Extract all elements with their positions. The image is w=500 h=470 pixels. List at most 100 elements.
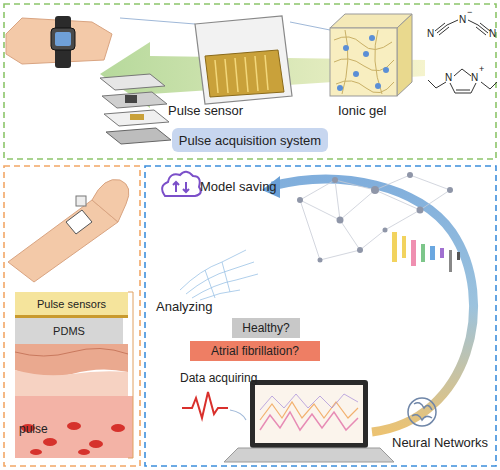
chemical-structure-part [435,23,445,31]
device-stack-part [104,110,169,126]
arm-illustration-part [92,179,129,222]
ionic-gel-cube-part-part [343,45,349,51]
atom-symbol: N [445,72,452,83]
device-stack [100,74,171,144]
layer-bars-part [449,250,452,272]
hand-mesh [180,250,258,300]
arm-illustration-part [8,200,118,282]
node-text: PDMS [53,325,85,337]
network-graph-part-part [407,172,413,178]
ionic-gel-cube-part-part [337,85,343,91]
wrist-illustration [6,16,112,68]
pulse-sensor-drawing-part-part [215,60,218,93]
brain-icon-part [414,403,432,410]
small-arrow [230,410,246,420]
panel-frame-part [145,166,496,466]
chemical-structure-part [476,27,486,35]
chemical-structure-part [468,20,478,25]
network-graph-part-part [320,250,360,260]
laptop-icon-part [260,412,358,430]
network-graph-part-part [417,207,424,214]
chemical-structure-part [437,25,447,33]
network-graph-part-part [357,247,363,253]
hand-mesh-part [205,270,215,298]
brain-icon-part [412,415,432,420]
pulse-icon [182,392,228,418]
network-graph-part-part [297,197,303,203]
chemical-structure-part [456,90,470,91]
chemical-structure-part [480,23,490,31]
chemical-structure-part [436,82,446,88]
device-stack-part [102,92,167,108]
chemical-structure-part [490,82,497,89]
chemical-structure-part [471,83,476,93]
small-arrow-part [230,410,246,420]
atom-symbol: N [459,14,466,25]
chemical-structure-part [454,69,462,76]
layer-bars-part [457,252,460,260]
system-box: Pulse acquisition system [172,128,328,152]
brain-icon [408,398,436,426]
wrist-illustration-part [55,16,71,68]
ionic-gel-cube [330,14,412,96]
cloud-icon-part [183,189,189,192]
chemical-structure-part [455,93,471,94]
device-stack-part [100,74,165,90]
pulse-sensor-drawing-part [215,55,268,93]
pulse-sensor-drawing-part-part [245,57,248,92]
ionic-gel-cube-part [397,14,412,96]
cloud-icon-part [173,182,179,185]
skin-layers-part [15,348,128,356]
laptop-icon-part [260,394,358,410]
ionic-gel-cube-part-part [369,35,375,41]
pulse-sensor-drawing-part-part [265,55,268,90]
ionic-gel-cube-part-part [353,71,359,77]
step-label: Neural Networks [392,436,488,450]
network-graph-part-part [337,217,344,224]
step-label: Data acquiring [180,372,257,385]
layer-bars-part [440,248,444,258]
node-text: Atrial fibrillation? [211,344,299,358]
pulse-sensor-drawing-part [205,50,284,97]
network-graph-part-part [300,180,335,200]
laptop-icon-part [255,385,363,443]
pulse-sensor-drawing-part-part [255,56,258,91]
result-box: Atrial fibrillation? [190,341,320,361]
charge-sign: − [467,8,472,18]
chemical-structure-part [478,25,488,33]
ionic-gel-cube-part-part [342,30,348,94]
skin-layers-part-part [78,449,90,455]
network-graph-part-part [318,258,323,263]
flow-arrow-part [290,22,330,30]
laptop-icon-part [224,448,394,462]
panel-frame-part [4,4,496,159]
sensor-layer: Pulse sensors [15,292,128,318]
ionic-gel-cube-part [334,30,394,94]
network-graph-part-part [360,230,385,250]
network-graph-part-part [420,190,450,210]
skin-layers-part-part [30,449,42,455]
panel-frame-part [4,166,140,466]
chemical-structure-part [447,20,458,25]
panel-frame [4,4,496,466]
network-graph-part-part [447,187,453,193]
node-text: Pulse acquisition system [179,133,321,148]
chemical-structure-part [462,69,471,76]
network-graph-part [300,175,450,260]
ionic-gel-cube-part [337,35,389,91]
network-graph [297,172,460,272]
ionic-gel-cube-part-part [334,37,392,50]
network-graph-part-part [371,186,379,194]
part-label: Pulse sensor [168,104,243,118]
network-graph-part-part [332,177,338,183]
pulse-sensor-drawing-part-part [225,59,228,93]
layer-bars-part [392,232,397,262]
skin-layers-part [15,396,133,458]
layer-bars [392,232,460,272]
wrist-illustration-part [55,32,71,46]
skin-layers-part [15,370,128,396]
skin-layers-part-part [43,438,57,446]
network-graph-part-part [300,200,320,260]
network-graph-part-part [335,180,340,220]
